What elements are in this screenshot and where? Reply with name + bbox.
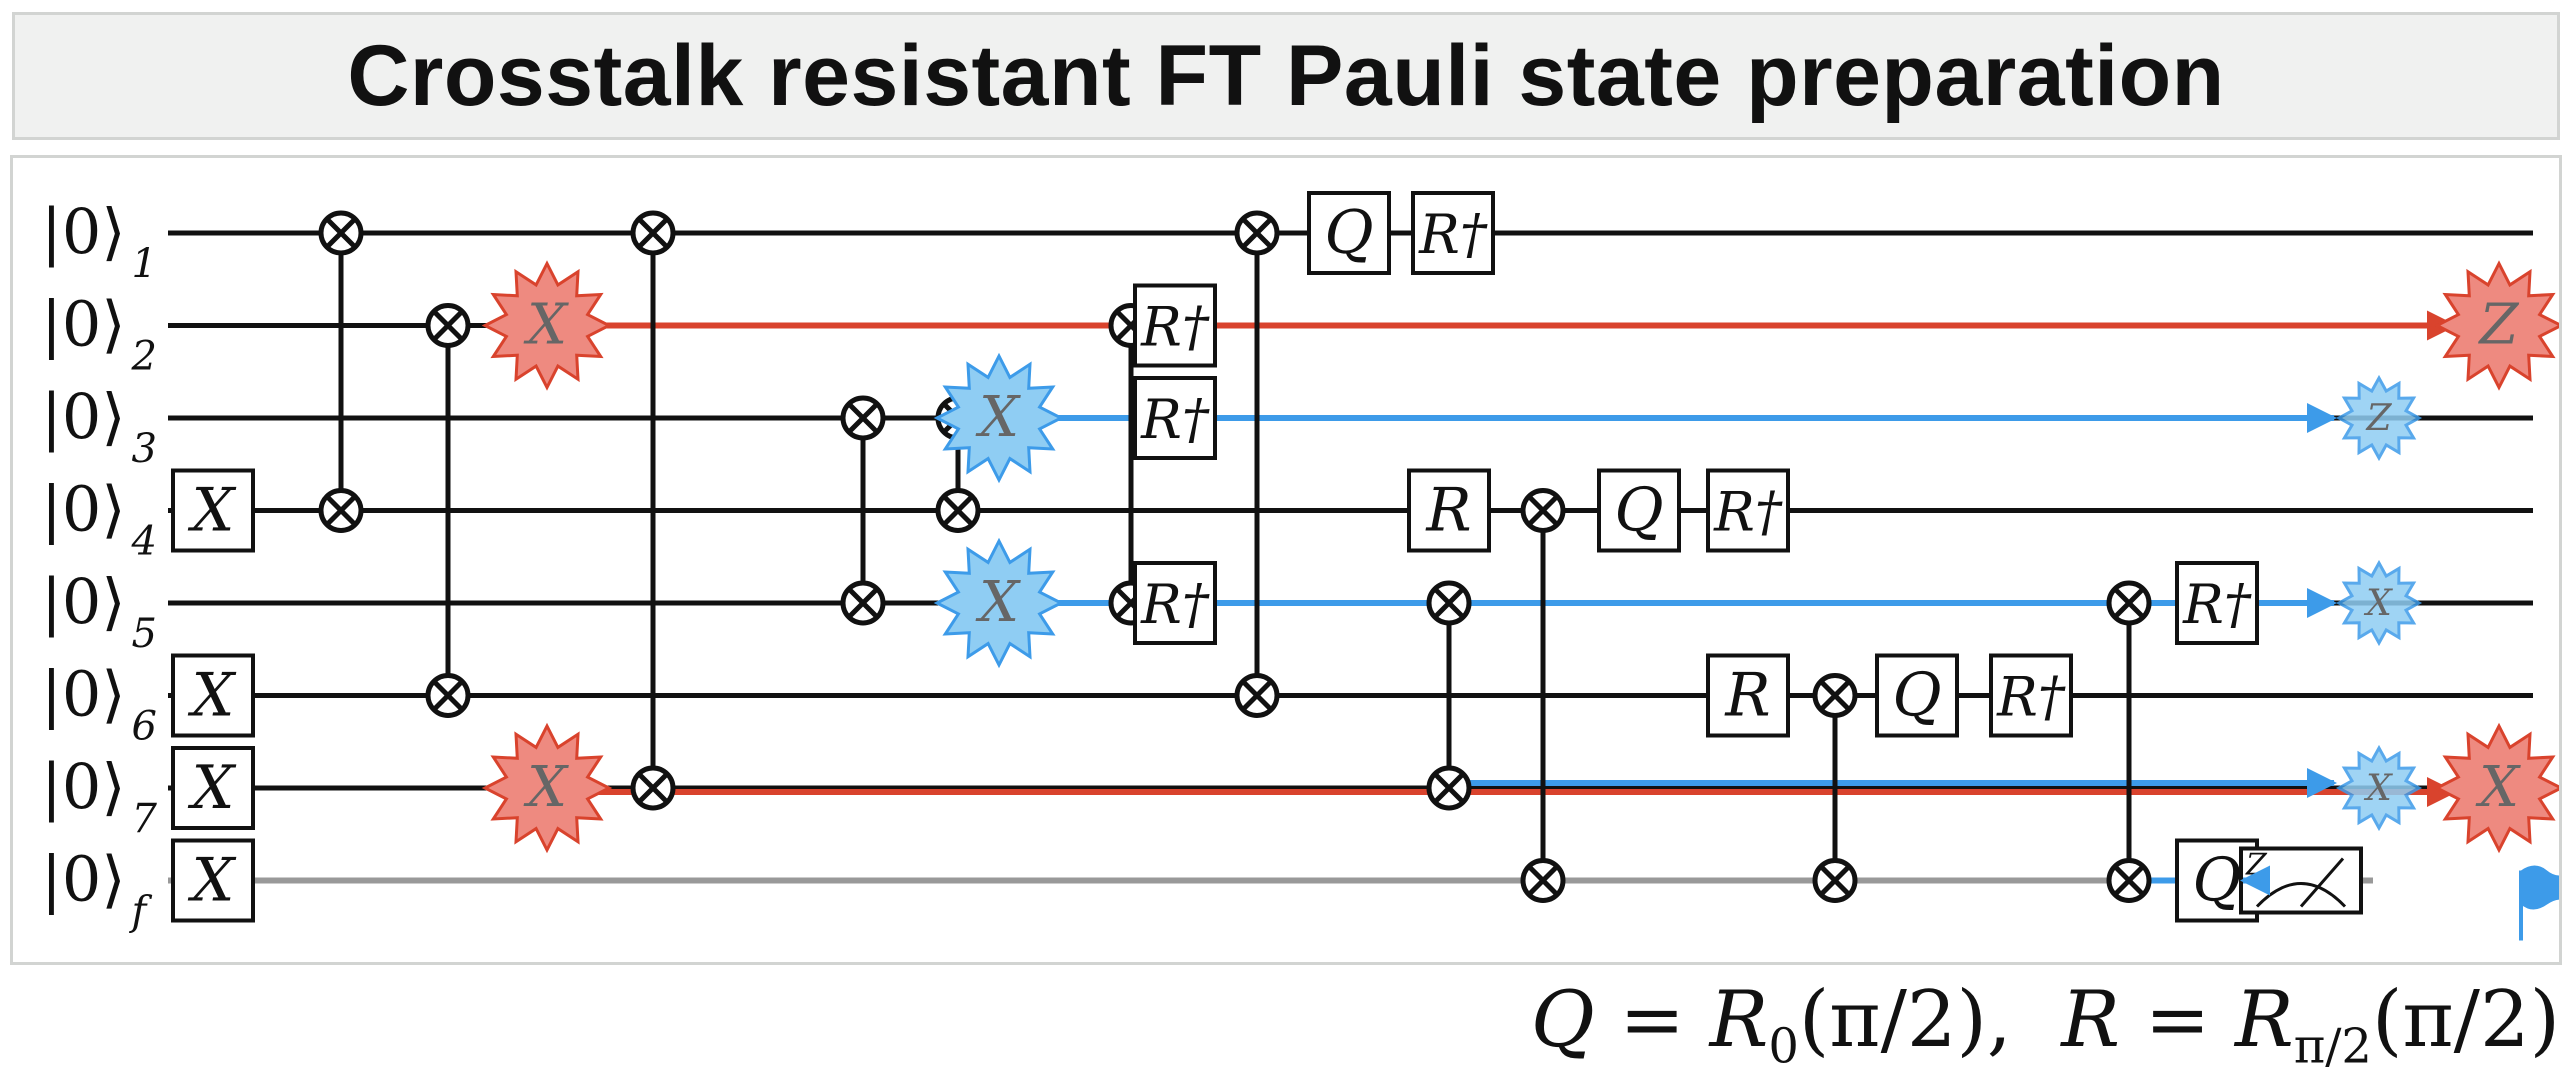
- qubit-label: |0⟩2: [41, 288, 157, 380]
- r-definition-arg: (π/2): [2371, 975, 2560, 1065]
- gate-label: R†: [1418, 203, 1488, 266]
- gate-label: R†: [1140, 573, 1210, 636]
- q-definition-arg: (π/2),: [1798, 975, 2012, 1065]
- gate-box: [171, 468, 255, 553]
- flag-icon: [2521, 865, 2559, 910]
- qubit-label: |0⟩4: [41, 473, 157, 565]
- gate-box: [1307, 191, 1391, 275]
- error-label: X: [2363, 768, 2393, 809]
- error-star-icon: [2335, 744, 2423, 832]
- q-definition-sub: 0: [1768, 1018, 1799, 1075]
- gate-box: [171, 653, 255, 738]
- xor-cross: [847, 587, 879, 619]
- gate-label: R: [1724, 661, 1770, 731]
- gate-box: [1597, 468, 1681, 553]
- error-star-icon: [2335, 559, 2423, 647]
- error-label: X: [2475, 755, 2521, 820]
- gate-definitions-formula: Q = R0(π/2), R = Rπ/2(π/2): [1530, 975, 2560, 1075]
- r-definition: R = Rπ/2(π/2): [2061, 975, 2560, 1075]
- xor-cross: [1241, 217, 1273, 249]
- error-label: X: [2363, 583, 2393, 624]
- xor-cross: [1433, 587, 1465, 619]
- xor-cross: [432, 309, 464, 342]
- gate-label: Q: [1614, 476, 1663, 546]
- error-star-icon: [933, 352, 1065, 484]
- measurement-basis-label: Z: [2245, 848, 2268, 883]
- xor-cross: [432, 679, 464, 712]
- error-star-icon: [2335, 374, 2423, 462]
- xor-cross: [325, 217, 357, 249]
- title-bar: Crosstalk resistant FT Pauli state prepa…: [12, 12, 2560, 140]
- gate-label: R: [1425, 476, 1471, 546]
- error-star-icon: [2433, 260, 2559, 391]
- xor-cross: [1527, 494, 1559, 527]
- xor-cross: [1819, 679, 1851, 712]
- xor-cross: [1433, 772, 1465, 804]
- error-label: Z: [2478, 293, 2520, 358]
- gate-box: [1706, 468, 1790, 553]
- gate-label: X: [188, 661, 237, 731]
- gate-box: [171, 746, 255, 830]
- qubit-label: |0⟩6: [41, 658, 157, 750]
- meter-arc: [2255, 882, 2347, 908]
- qubit-label: |0⟩5: [41, 565, 157, 657]
- gate-label: X: [188, 753, 237, 823]
- gate-label: Q: [2192, 846, 2241, 916]
- xor-cross: [1241, 679, 1273, 712]
- error-star-icon: [2433, 722, 2559, 854]
- error-star-icon: [481, 260, 613, 391]
- error-star-icon: [481, 722, 613, 854]
- error-label: X: [975, 385, 1021, 450]
- gate-label: X: [188, 476, 237, 546]
- gate-box: [1133, 283, 1217, 368]
- gate-box: [2175, 561, 2259, 645]
- q-definition-lhs: Q = R: [1530, 975, 1769, 1065]
- xor-cross: [847, 402, 879, 434]
- gate-box: [1133, 376, 1217, 460]
- gate-box: [1989, 653, 2073, 738]
- xor-cross: [2113, 864, 2145, 897]
- gate-label: R†: [2182, 573, 2252, 636]
- error-star-icon: [933, 537, 1065, 669]
- xor-cross: [637, 217, 669, 249]
- xor-cross: [2113, 587, 2145, 619]
- qubit-label: |0⟩3: [41, 380, 157, 472]
- gate-box: [171, 838, 255, 923]
- diagram-title: Crosstalk resistant FT Pauli state prepa…: [347, 27, 2225, 124]
- qubit-label: |0⟩1: [41, 195, 157, 287]
- xor-cross: [1819, 864, 1851, 897]
- xor-cross: [942, 494, 974, 527]
- gate-label: X: [188, 846, 237, 916]
- xor-cross: [637, 772, 669, 804]
- r-definition-lhs: R = R: [2061, 975, 2294, 1065]
- xor-cross: [1527, 864, 1559, 897]
- gate-label: R†: [1996, 666, 2066, 729]
- gate-label: R†: [1713, 481, 1783, 544]
- error-label: X: [975, 570, 1021, 635]
- gate-label: R†: [1140, 296, 1210, 359]
- r-definition-sub: π/2: [2293, 1018, 2372, 1075]
- gate-box: [1411, 191, 1495, 275]
- gate-box: [1133, 561, 1217, 645]
- q-definition: Q = R0(π/2),: [1530, 975, 2012, 1075]
- error-label: X: [523, 293, 569, 358]
- gate-box: [1407, 468, 1491, 553]
- meter-needle: [2299, 857, 2345, 908]
- gate-label: Q: [1892, 661, 1941, 731]
- error-label: X: [523, 755, 569, 820]
- qubit-label: |0⟩f: [41, 843, 153, 935]
- xor-cross: [325, 494, 357, 527]
- qubit-label: |0⟩7: [41, 750, 158, 842]
- gate-box: [1706, 653, 1790, 738]
- error-label: Z: [2365, 398, 2392, 439]
- gate-label: Q: [1324, 198, 1373, 268]
- gate-box: [1875, 653, 1959, 738]
- gate-label: R†: [1140, 388, 1210, 451]
